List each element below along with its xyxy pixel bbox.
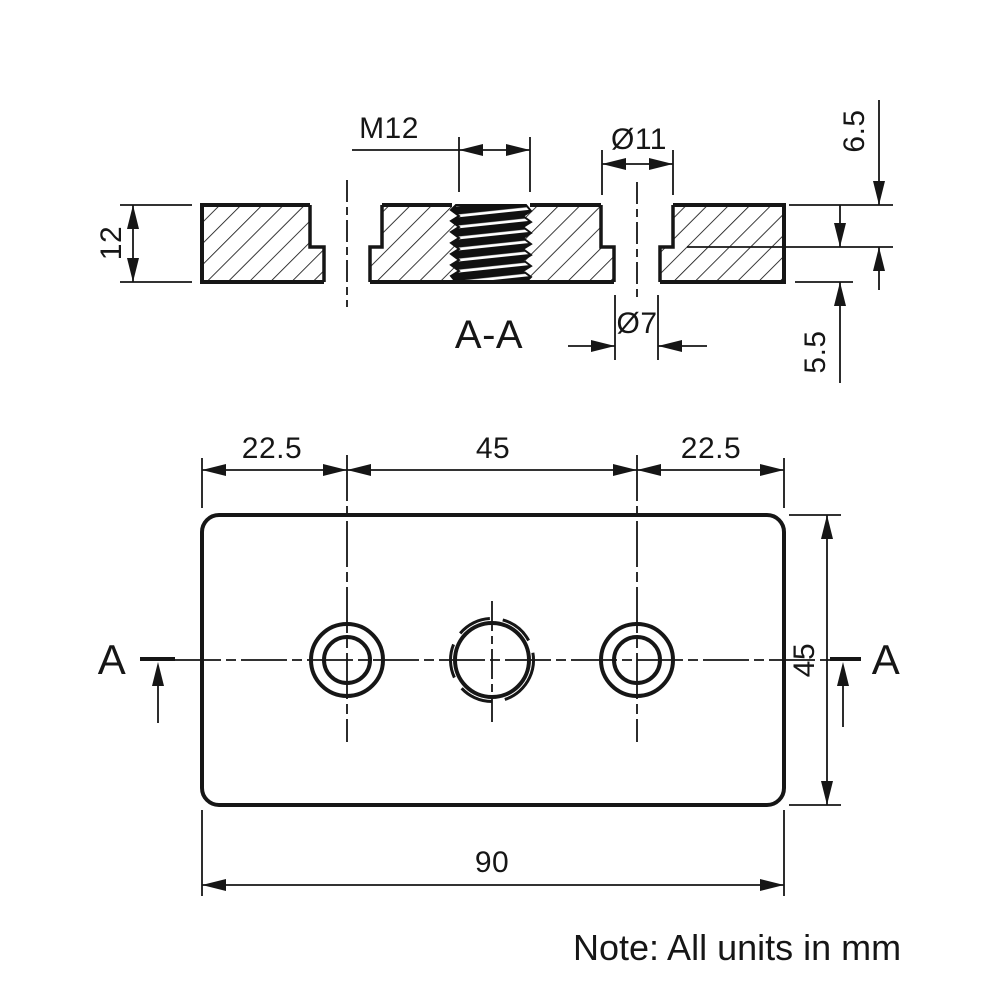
plan-top-dim-arrows [202,464,784,476]
dim-counterbore-depth-label: 6.5 [838,109,871,153]
plan-top-dim-lines [201,458,785,508]
plan-holes [309,617,675,703]
plan-width-dim-lines [201,810,785,896]
dim-hole-spacing-label: 45 [475,432,511,465]
dim-counterbore-dia-label: Ø11 [611,123,667,156]
section-view [120,100,893,383]
dim-through-dia-label: Ø7 [616,307,658,340]
dim-through-dia-arrows [591,340,682,352]
section-view-title: A-A [454,313,524,357]
thread-section [449,204,533,283]
dim-left-offset-label: 22.5 [241,432,303,465]
plan-view [140,455,861,896]
dim-plate-height-label: 45 [788,642,821,678]
units-note: Note: All units in mm [573,927,902,968]
section-marker-right-label: A [871,636,901,683]
dim-counterbore-arrows [602,158,673,170]
section-right-hole-outline [599,205,675,282]
dim-thread-label: M12 [359,112,419,145]
section-line-markers [140,657,861,727]
dim-through-depth-arrows [834,223,846,306]
dim-through-depth-label: 5.5 [799,330,832,374]
dim-thread-lines [352,137,531,192]
dim-thread-arrows [459,144,530,156]
plan-height-dim-arrows [821,515,833,805]
center-thread-dashed-circle [449,617,535,703]
dim-thickness-arrows [127,205,139,282]
dim-right-offset-label: 22.5 [680,432,742,465]
dim-cb-depth-arrows [873,181,885,271]
dim-thickness-label: 12 [95,225,128,261]
section-left-hole-outline [308,205,384,282]
plan-height-dim-lines [789,514,841,806]
plan-width-dim-arrows [202,879,784,891]
center-hole-circle [453,621,531,699]
left-hole-circle [322,635,372,685]
section-marker-left-label: A [97,636,127,683]
dim-plate-width-label: 90 [474,846,510,879]
left-counterbore-circle [309,622,385,698]
right-hole-circle [612,635,662,685]
section-plate-outline [200,203,786,284]
right-counterbore-circle [599,622,675,698]
section-centerlines [346,180,638,307]
